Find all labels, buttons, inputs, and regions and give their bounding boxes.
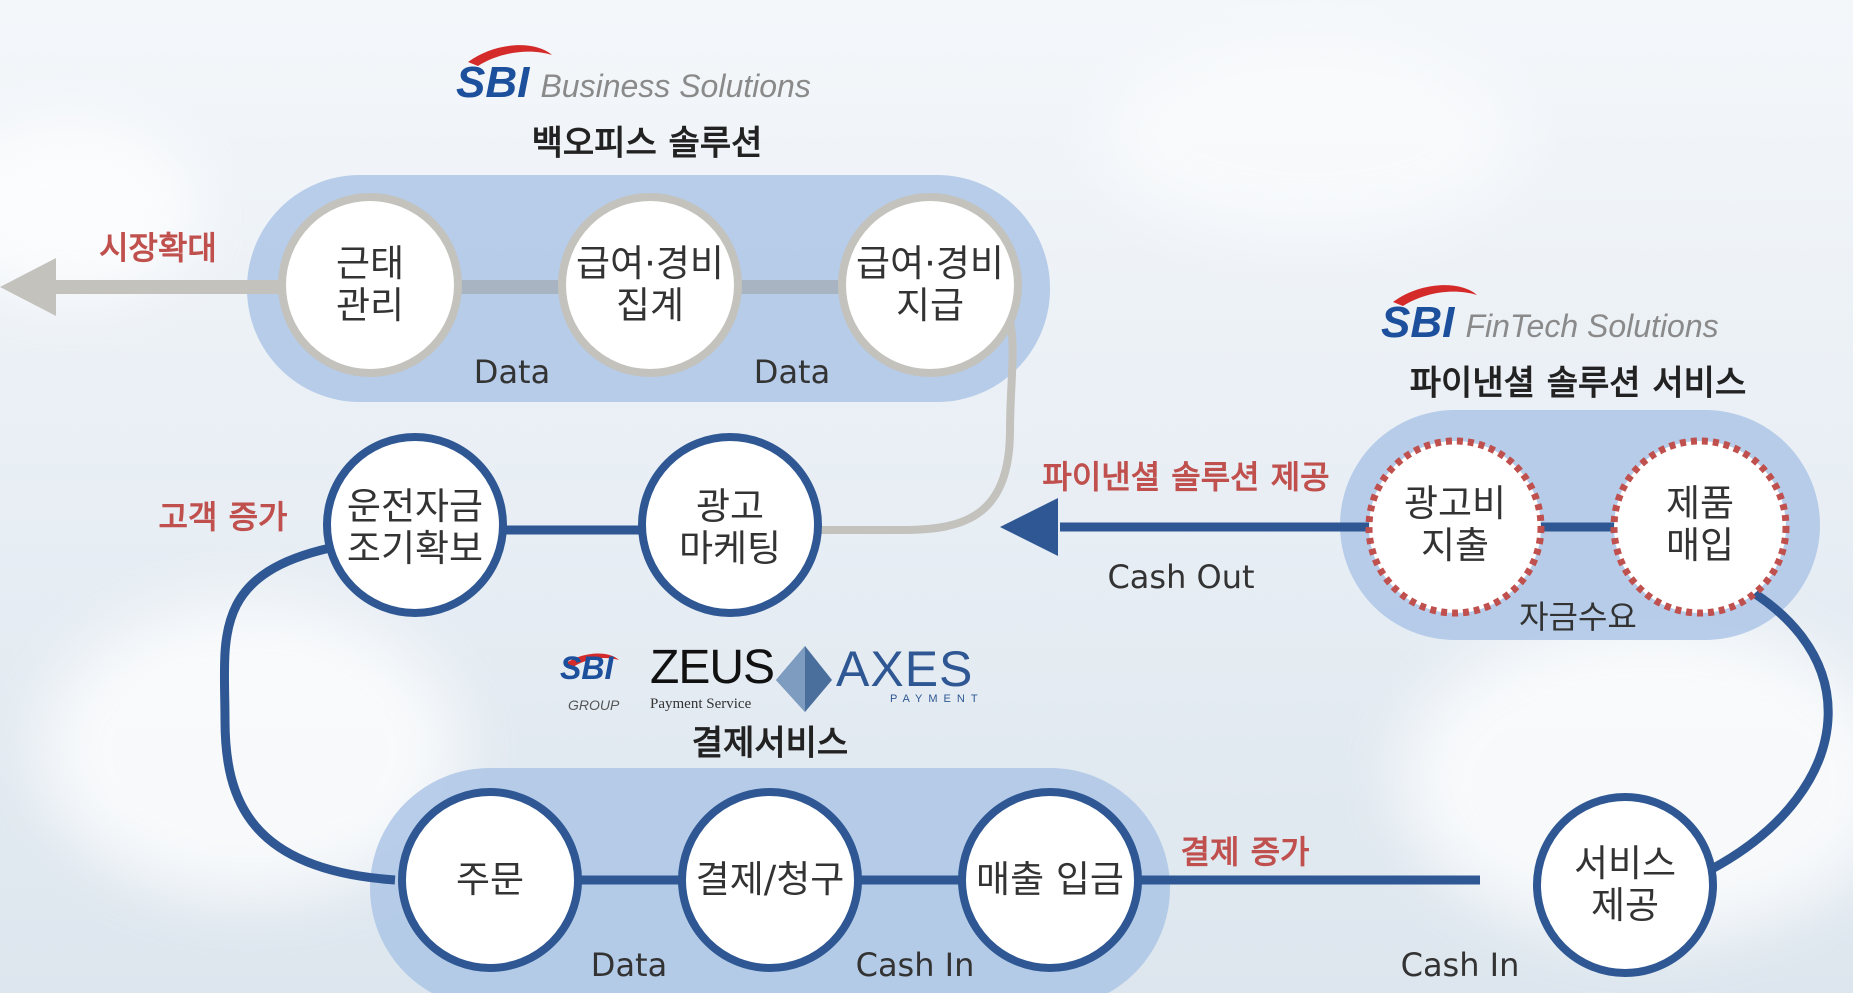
zeus-sub-text: Payment Service: [650, 696, 752, 712]
axes-logo: AXES: [836, 641, 974, 697]
node-ad-marketing-label: 광고 마케팅: [678, 485, 782, 570]
effect-payment-increase: 결제 증가: [1180, 833, 1310, 871]
cloud-decoration: [1100, 40, 1520, 240]
effect-market-expansion: 시장확대: [99, 229, 217, 267]
node-payroll-tally: [558, 193, 742, 377]
node-service-provision: [1533, 793, 1717, 977]
axes-diamond-highlight: [776, 646, 805, 712]
sbi-brand: SBI: [456, 58, 530, 107]
node-order-label: 주문: [455, 858, 525, 901]
sbi-swoosh-business: [468, 45, 552, 66]
node-sales-deposit: [958, 788, 1142, 972]
payment-logos: SBI: [560, 650, 613, 687]
left-loop-curve: [219, 543, 396, 885]
business-solutions-text: Business Solutions: [540, 68, 811, 104]
node-ad-spend-label: 광고비 지출: [1403, 482, 1507, 567]
fintech-heading: 파이낸셜 솔루션 서비스: [1409, 363, 1747, 404]
sbi-swoosh-payment: [566, 653, 619, 667]
fin-solution-arrowhead: [1000, 498, 1058, 556]
effect-customer-increase: 고객 증가: [158, 498, 288, 536]
sbi-swoosh-fintech: [1393, 285, 1477, 306]
effect-fin-solution-provide: 파이낸셜 솔루션 제공: [1042, 458, 1330, 496]
node-payment-billing-label: 결제/청구: [695, 858, 845, 901]
payment-heading: 결제서비스: [691, 723, 849, 764]
fintech-solutions-text: FinTech Solutions: [1465, 308, 1719, 344]
zeus-logo: ZEUS: [650, 641, 775, 694]
sbi-brand: SBI: [1381, 298, 1455, 347]
node-ad-spend: [1365, 437, 1545, 617]
node-sales-deposit-label: 매출 입금: [976, 858, 1124, 901]
sbi-fintech-logo: SBI FinTech Solutions: [1381, 298, 1719, 348]
node-attendance: [278, 193, 462, 377]
node-payroll-pay: [838, 193, 1022, 377]
backoffice-heading: 백오피스 솔루션: [531, 123, 763, 164]
market-expansion-arrowhead: [0, 258, 56, 316]
flow-label-cash-out: Cash Out: [1107, 558, 1255, 596]
node-ad-marketing: [638, 433, 822, 617]
right-loop-curve: [1707, 565, 1833, 874]
node-working-capital-label: 운전자금 조기확보: [346, 485, 484, 570]
node-product-purchase: [1610, 437, 1790, 617]
node-payroll-tally-label: 급여·경비 집계: [576, 242, 724, 327]
flow-label-cash-in-2: Cash In: [1400, 946, 1520, 984]
node-order: [398, 788, 582, 972]
node-payroll-pay-label: 급여·경비 지급: [856, 242, 1004, 327]
node-product-purchase-label: 제품 매입: [1665, 482, 1735, 567]
sbi-group-brand: SBI: [560, 650, 614, 686]
node-service-provision-label: 서비스 제공: [1573, 842, 1677, 927]
flow-label-capital-demand: 자금수요: [1519, 598, 1637, 636]
sbi-group-text: GROUP: [568, 697, 620, 713]
flow-label-cash-in-1: Cash In: [855, 946, 975, 984]
sbi-business-logo: SBI Business Solutions: [456, 58, 811, 108]
axes-sub-text: PAYMENT: [890, 693, 984, 705]
flow-label-data-3: Data: [590, 946, 668, 984]
flow-label-data-1: Data: [473, 353, 551, 391]
node-payment-billing: [678, 788, 862, 972]
node-working-capital: [323, 433, 507, 617]
flow-label-data-2: Data: [753, 353, 831, 391]
node-attendance-label: 근태 관리: [335, 242, 405, 327]
